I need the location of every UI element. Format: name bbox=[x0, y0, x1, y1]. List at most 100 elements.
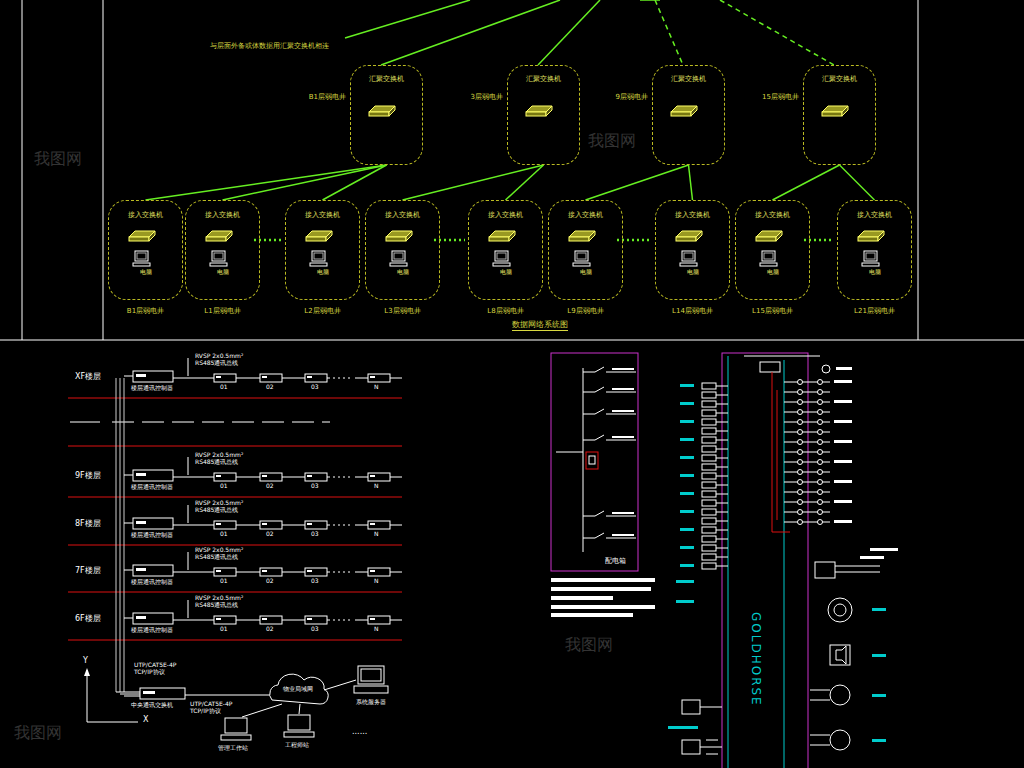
terminal-symbol bbox=[702, 509, 716, 515]
access-switch-box: 接入交换机电脑B1层弱电井 bbox=[108, 200, 183, 300]
device-symbol bbox=[260, 616, 282, 624]
box-heading: 汇聚交换机 bbox=[653, 76, 724, 84]
frame-line bbox=[0, 340, 1024, 341]
device-name: 电脑 bbox=[838, 269, 911, 276]
switch-icon bbox=[776, 231, 782, 241]
device-symbol bbox=[818, 470, 823, 475]
wire-line bbox=[716, 485, 728, 486]
device-symbol bbox=[830, 730, 850, 750]
riser-cable bbox=[120, 694, 140, 695]
text-bar bbox=[680, 492, 694, 495]
wire-line bbox=[716, 557, 728, 558]
access-switch-box: 接入交换机电脑L14层弱电井 bbox=[655, 200, 730, 300]
device-symbol bbox=[370, 475, 375, 477]
box-heading: 汇聚交换机 bbox=[351, 76, 422, 84]
lan-cloud bbox=[270, 674, 328, 704]
switch-icon bbox=[226, 231, 232, 241]
wire-line bbox=[784, 482, 830, 483]
leader-line bbox=[188, 505, 189, 523]
terminal-symbol bbox=[702, 482, 716, 488]
floor-line bbox=[68, 446, 402, 447]
axis-label: X bbox=[143, 716, 148, 725]
aggregation-switch-box: 汇聚交换机3层弱电井 bbox=[507, 65, 580, 165]
text-bar bbox=[680, 402, 694, 405]
computer-icon bbox=[680, 263, 697, 266]
switch-icon bbox=[842, 106, 848, 116]
device-name: 电脑 bbox=[109, 269, 182, 276]
axis-line bbox=[87, 722, 138, 723]
computer-icon bbox=[575, 251, 588, 261]
panel-title: 配电箱 bbox=[605, 558, 626, 566]
breaker-symbol bbox=[595, 435, 604, 440]
drawing-label: 系统服务器 bbox=[356, 699, 386, 706]
terminal-symbol bbox=[702, 410, 716, 416]
watermark: 我图网 bbox=[588, 132, 636, 150]
location-label: B1层弱电井 bbox=[309, 94, 346, 102]
computer-icon bbox=[866, 253, 875, 259]
riser-cable bbox=[116, 378, 117, 692]
device-symbol bbox=[798, 390, 803, 395]
drawing-label: 中央通讯交换机 bbox=[131, 702, 173, 709]
riser-cable bbox=[124, 475, 133, 476]
drawing-label: ...... bbox=[352, 728, 367, 737]
computer-icon bbox=[760, 263, 777, 266]
text-bar bbox=[551, 587, 651, 591]
location-label: L21层弱电井 bbox=[854, 308, 895, 316]
wire-line bbox=[784, 452, 830, 453]
network-link bbox=[403, 165, 544, 200]
terminal-symbol bbox=[702, 392, 716, 398]
device-symbol bbox=[798, 520, 803, 525]
text-bar bbox=[612, 388, 634, 390]
text-bar bbox=[860, 556, 884, 559]
watermark: 我图网 bbox=[565, 636, 613, 654]
access-switch-box: 接入交换机电脑L3层弱电井 bbox=[365, 200, 440, 300]
drawing-label: RVSP 2x0.5mm² bbox=[195, 547, 243, 554]
wire-line bbox=[716, 431, 728, 432]
terminal-symbol bbox=[702, 500, 716, 506]
riser-cable bbox=[124, 570, 133, 571]
device-symbol bbox=[830, 685, 850, 705]
wire-line bbox=[716, 503, 728, 504]
text-bar bbox=[551, 605, 655, 609]
device-name: 电脑 bbox=[366, 269, 439, 276]
text-bar bbox=[834, 500, 852, 503]
module-symbol bbox=[682, 700, 700, 714]
drawing-label: 02 bbox=[266, 531, 274, 538]
wire-line bbox=[810, 735, 830, 736]
drawing-label: 02 bbox=[266, 578, 274, 585]
computer-icon bbox=[133, 263, 150, 266]
device-symbol bbox=[818, 500, 823, 505]
location-label: L8层弱电井 bbox=[487, 308, 523, 316]
text-bar bbox=[834, 380, 852, 383]
computer-icon bbox=[214, 253, 223, 259]
drawing-label: XF楼层 bbox=[75, 373, 101, 382]
busbar bbox=[583, 368, 584, 552]
switch-icon bbox=[326, 231, 332, 241]
device-name: 电脑 bbox=[736, 269, 809, 276]
uplink-line bbox=[345, 0, 470, 38]
controller-symbol bbox=[136, 473, 146, 476]
leader-line bbox=[188, 552, 189, 570]
bus-line bbox=[333, 572, 352, 573]
device-name: 电脑 bbox=[186, 269, 259, 276]
wire-line bbox=[606, 372, 636, 373]
computer-icon bbox=[497, 253, 506, 259]
drawing-label: RVSP 2x0.5mm² bbox=[195, 452, 243, 459]
switch-icon bbox=[509, 231, 515, 241]
text-bar bbox=[680, 510, 694, 513]
device-symbol bbox=[307, 475, 312, 477]
location-label: B1层弱电井 bbox=[127, 308, 164, 316]
computer-icon bbox=[577, 253, 586, 259]
signal-line bbox=[777, 390, 778, 520]
break-line bbox=[70, 422, 100, 423]
device-symbol bbox=[818, 520, 823, 525]
box-heading: 接入交换机 bbox=[656, 212, 729, 220]
wire-line bbox=[784, 512, 830, 513]
drawing-label: RVSP 2x0.5mm² bbox=[195, 500, 243, 507]
drawing-label: RS485通讯总线 bbox=[195, 554, 238, 561]
location-label: L14层弱电井 bbox=[672, 308, 713, 316]
computer-icon bbox=[314, 253, 323, 259]
device-symbol bbox=[370, 376, 375, 378]
text-bar bbox=[834, 440, 852, 443]
device-symbol bbox=[798, 430, 803, 435]
